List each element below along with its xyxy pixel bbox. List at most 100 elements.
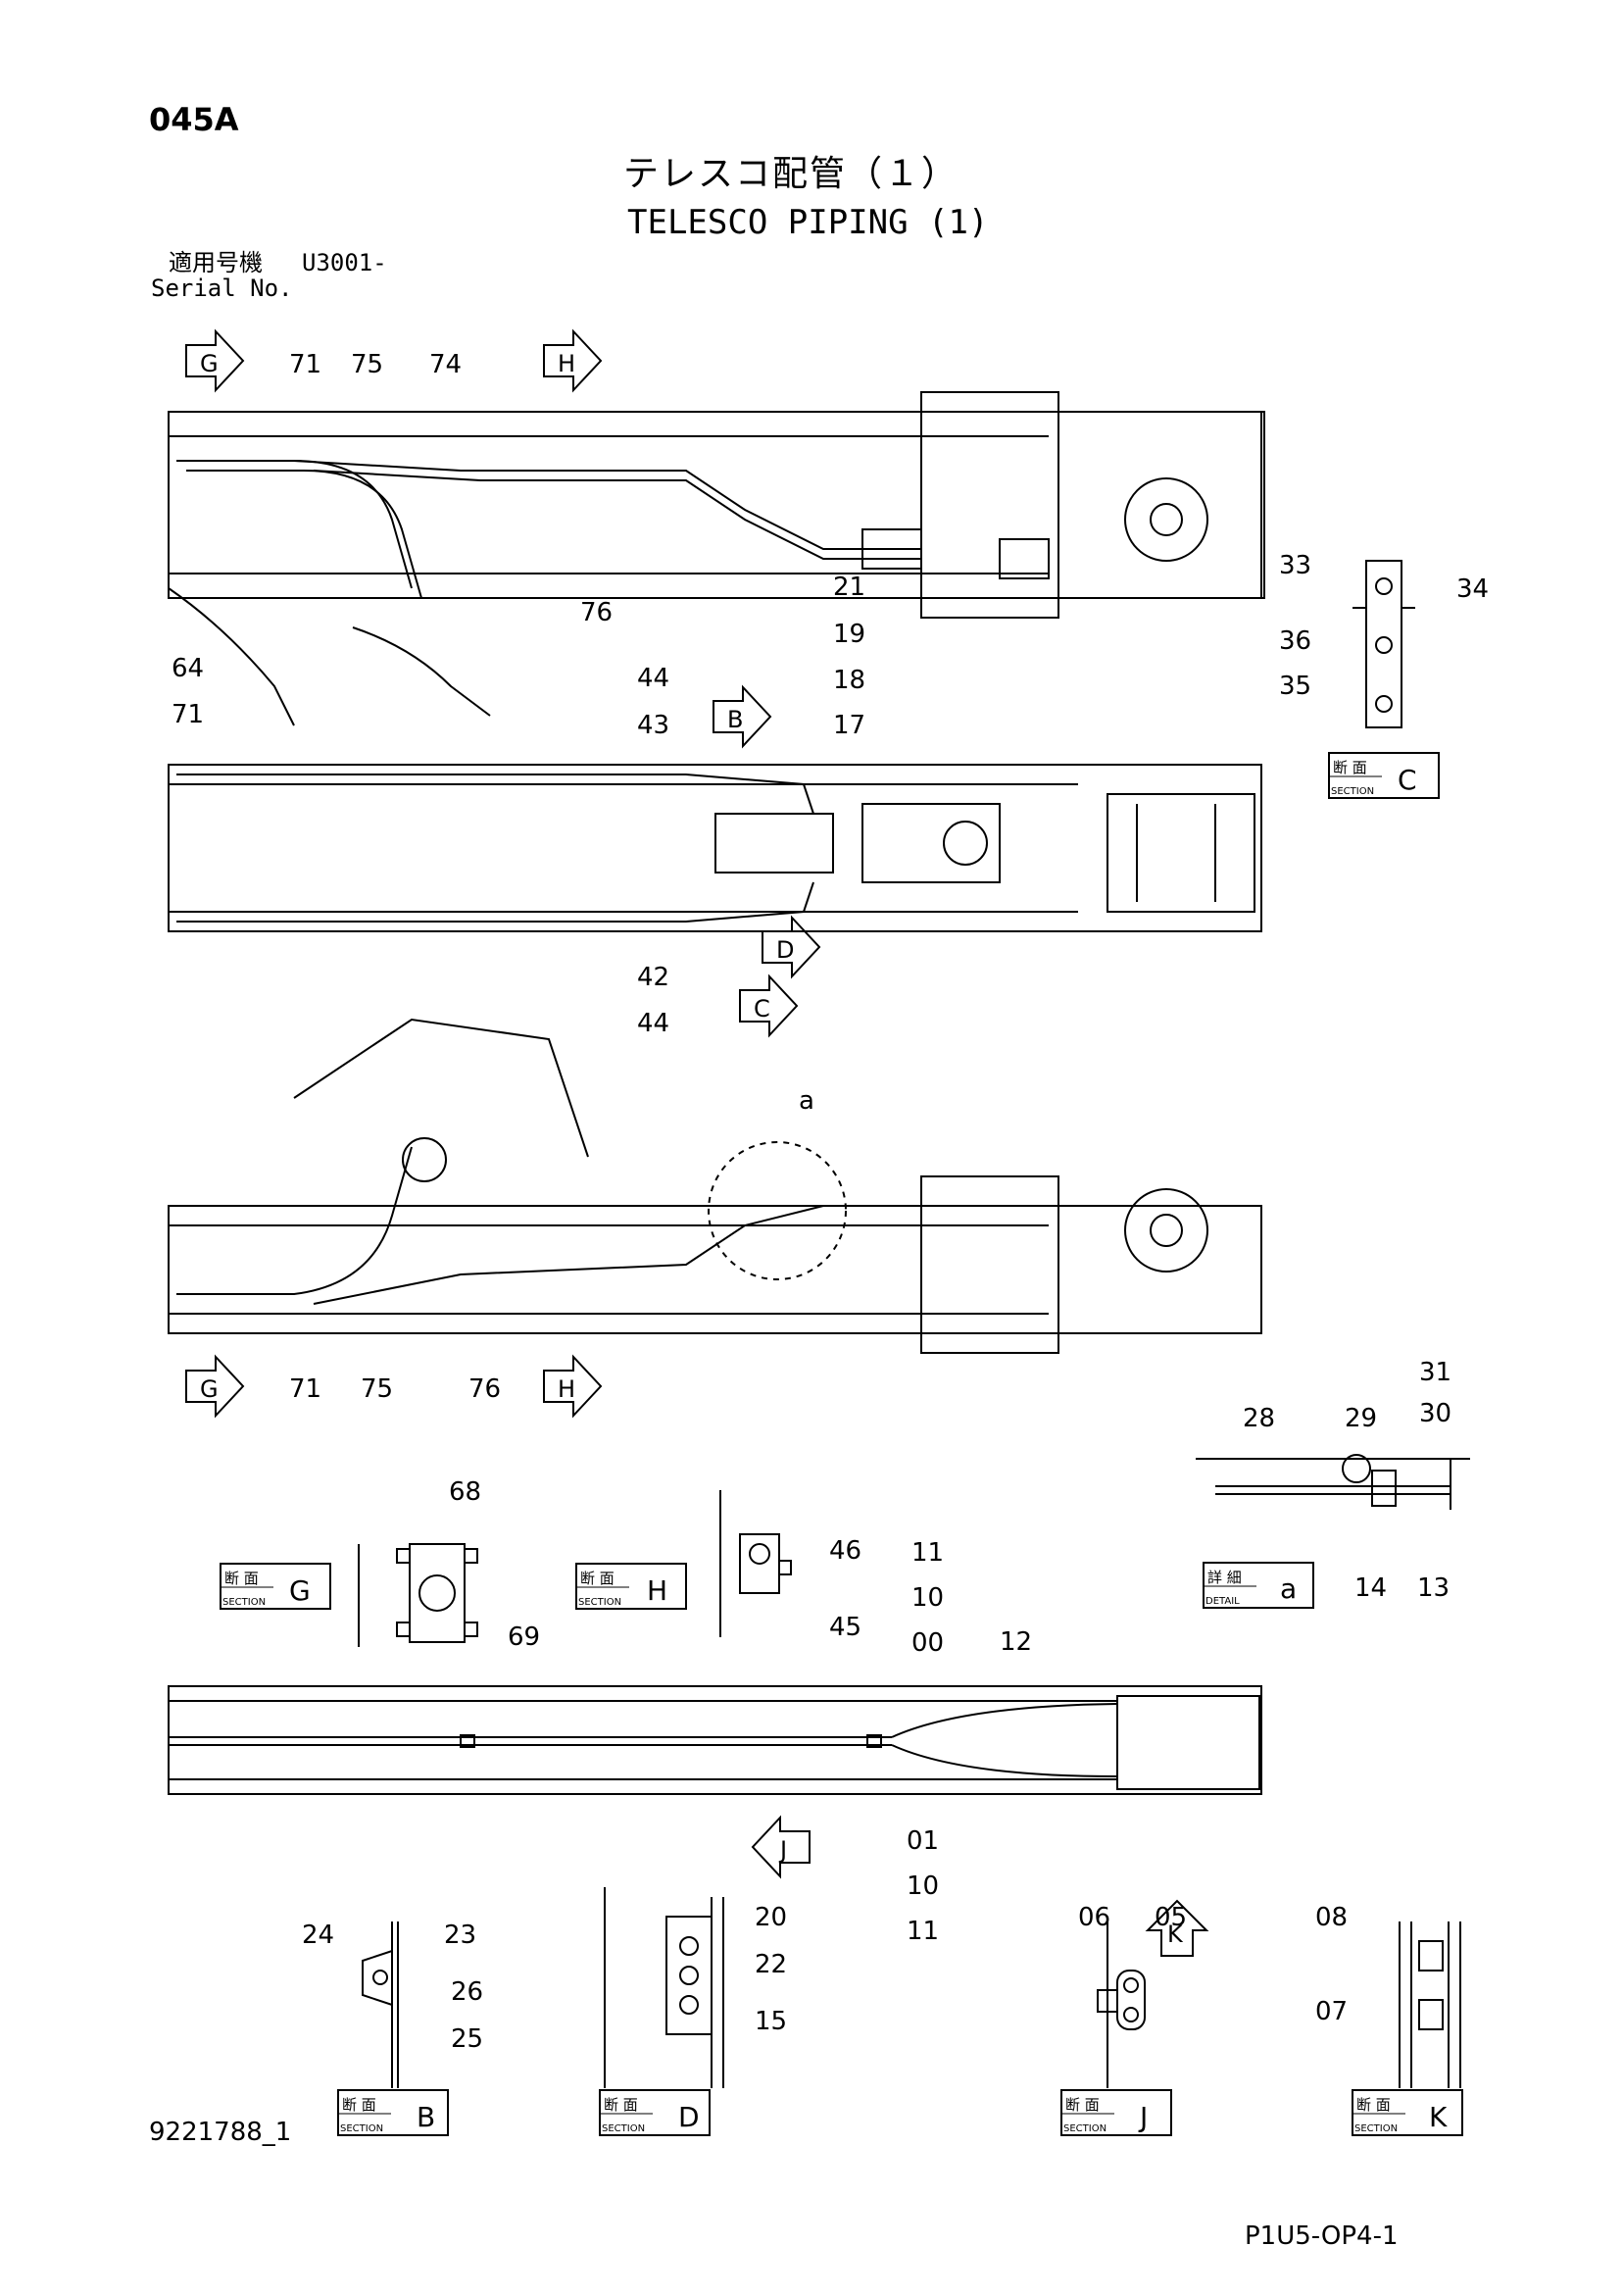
- part-callout-06: 06: [1078, 1903, 1110, 1932]
- part-callout-33: 33: [1279, 551, 1311, 580]
- part-callout-42: 42: [637, 963, 669, 992]
- section-j-drawing: [1097, 1922, 1146, 2088]
- view-arrow-h: H: [543, 328, 603, 393]
- part-callout-71: 71: [172, 700, 204, 729]
- section-g-drawing: [358, 1543, 478, 1647]
- section-box-h-en: SECTION: [578, 1597, 621, 1608]
- page-title-japanese: テレスコ配管（１）: [623, 154, 959, 194]
- section-box-d: 断 面 SECTION D: [599, 2089, 711, 2136]
- section-d-drawing: [604, 1887, 724, 2088]
- part-callout-45: 45: [829, 1613, 861, 1642]
- part-callout-29: 29: [1345, 1404, 1377, 1433]
- section-box-c-letter: C: [1398, 764, 1417, 796]
- part-callout-64: 64: [172, 654, 204, 683]
- section-box-b-jp: 断 面: [342, 2096, 376, 2114]
- section-h-drawing: [719, 1490, 792, 1637]
- part-callout-46: 46: [829, 1536, 861, 1566]
- svg-text:H: H: [558, 1375, 575, 1403]
- boom-view-lower: [168, 1018, 1262, 1354]
- view-arrow-c: C: [739, 973, 799, 1038]
- part-callout-a: a: [799, 1086, 814, 1116]
- part-callout-23: 23: [444, 1921, 476, 1950]
- detail-a-drawing: [1196, 1454, 1470, 1510]
- section-box-k-letter: K: [1429, 2101, 1448, 2133]
- section-box-c-en: SECTION: [1331, 786, 1374, 797]
- section-box-j-en: SECTION: [1063, 2123, 1107, 2134]
- view-arrow-d: D: [762, 915, 821, 979]
- part-callout-08: 08: [1315, 1903, 1348, 1932]
- svg-text:J: J: [778, 1836, 787, 1864]
- detail-box-a-en: DETAIL: [1205, 1596, 1240, 1607]
- section-box-h-letter: H: [647, 1574, 667, 1607]
- section-box-d-en: SECTION: [602, 2123, 645, 2134]
- view-arrow-k: K: [1145, 1899, 1209, 1957]
- part-callout-19: 19: [833, 620, 865, 649]
- part-callout-25: 25: [451, 2024, 483, 2054]
- part-callout-10: 10: [907, 1872, 939, 1901]
- section-box-g: 断 面 SECTION G: [220, 1563, 331, 1610]
- section-c-drawing: [1352, 560, 1415, 728]
- pipe-view-bottom: [168, 1685, 1262, 1795]
- detail-box-a-jp: 詳 細: [1207, 1569, 1242, 1586]
- section-box-k: 断 面 SECTION K: [1352, 2089, 1463, 2136]
- part-callout-01: 01: [907, 1826, 939, 1856]
- part-callout-20: 20: [755, 1903, 787, 1932]
- view-arrow-b: B: [713, 684, 772, 749]
- part-callout-22: 22: [755, 1950, 787, 1979]
- drawing-number: 9221788_1: [149, 2118, 292, 2147]
- part-callout-71: 71: [289, 1374, 321, 1404]
- part-callout-24: 24: [302, 1921, 334, 1950]
- part-callout-43: 43: [637, 711, 669, 740]
- svg-text:G: G: [200, 350, 219, 377]
- part-callout-69: 69: [508, 1622, 540, 1652]
- part-callout-26: 26: [451, 1977, 483, 2007]
- page-title-english: TELESCO PIPING (1): [627, 203, 989, 242]
- svg-text:D: D: [776, 936, 794, 964]
- part-callout-00: 00: [911, 1628, 944, 1658]
- detail-box-a-letter: a: [1280, 1572, 1297, 1605]
- section-box-b-letter: B: [417, 2101, 435, 2133]
- svg-text:H: H: [558, 350, 575, 377]
- part-callout-07: 07: [1315, 1997, 1348, 2026]
- section-box-g-en: SECTION: [222, 1597, 266, 1608]
- part-callout-31: 31: [1419, 1358, 1451, 1387]
- section-box-j: 断 面 SECTION J: [1060, 2089, 1172, 2136]
- section-box-b: 断 面 SECTION B: [337, 2089, 449, 2136]
- part-callout-76: 76: [580, 598, 613, 627]
- section-box-j-letter: J: [1138, 2101, 1148, 2133]
- section-box-h: 断 面 SECTION H: [575, 1563, 687, 1610]
- section-box-k-jp: 断 面: [1356, 2096, 1391, 2114]
- part-callout-35: 35: [1279, 672, 1311, 701]
- sheet-code: P1U5-OP4-1: [1245, 2221, 1399, 2251]
- part-callout-30: 30: [1419, 1399, 1451, 1428]
- part-callout-15: 15: [755, 2007, 787, 2036]
- part-callout-44: 44: [637, 1009, 669, 1038]
- view-arrow-g: G: [185, 1354, 245, 1419]
- section-box-j-jp: 断 面: [1065, 2096, 1100, 2114]
- svg-text:G: G: [200, 1375, 219, 1403]
- part-callout-36: 36: [1279, 626, 1311, 656]
- part-callout-34: 34: [1456, 574, 1489, 604]
- part-callout-12: 12: [1000, 1627, 1032, 1657]
- page-code: 045A: [149, 101, 239, 138]
- section-b-drawing: [362, 1922, 399, 2088]
- view-arrow-h: H: [543, 1354, 603, 1419]
- serial-label-english: Serial No.: [151, 275, 293, 302]
- part-callout-21: 21: [833, 573, 865, 602]
- section-box-g-jp: 断 面: [224, 1570, 259, 1587]
- section-box-h-jp: 断 面: [580, 1570, 615, 1587]
- part-callout-44: 44: [637, 664, 669, 693]
- section-box-d-jp: 断 面: [604, 2096, 638, 2114]
- serial-label-japanese: 適用号機: [169, 249, 263, 276]
- section-box-k-en: SECTION: [1354, 2123, 1398, 2134]
- section-box-c-jp: 断 面: [1333, 759, 1367, 776]
- view-arrow-j: J: [751, 1815, 811, 1879]
- detail-box-a: 詳 細 DETAIL a: [1203, 1562, 1314, 1609]
- part-callout-13: 13: [1417, 1573, 1450, 1603]
- part-callout-05: 05: [1155, 1903, 1187, 1932]
- section-k-drawing: [1399, 1922, 1461, 2088]
- part-callout-11: 11: [911, 1538, 944, 1568]
- part-callout-14: 14: [1354, 1573, 1387, 1603]
